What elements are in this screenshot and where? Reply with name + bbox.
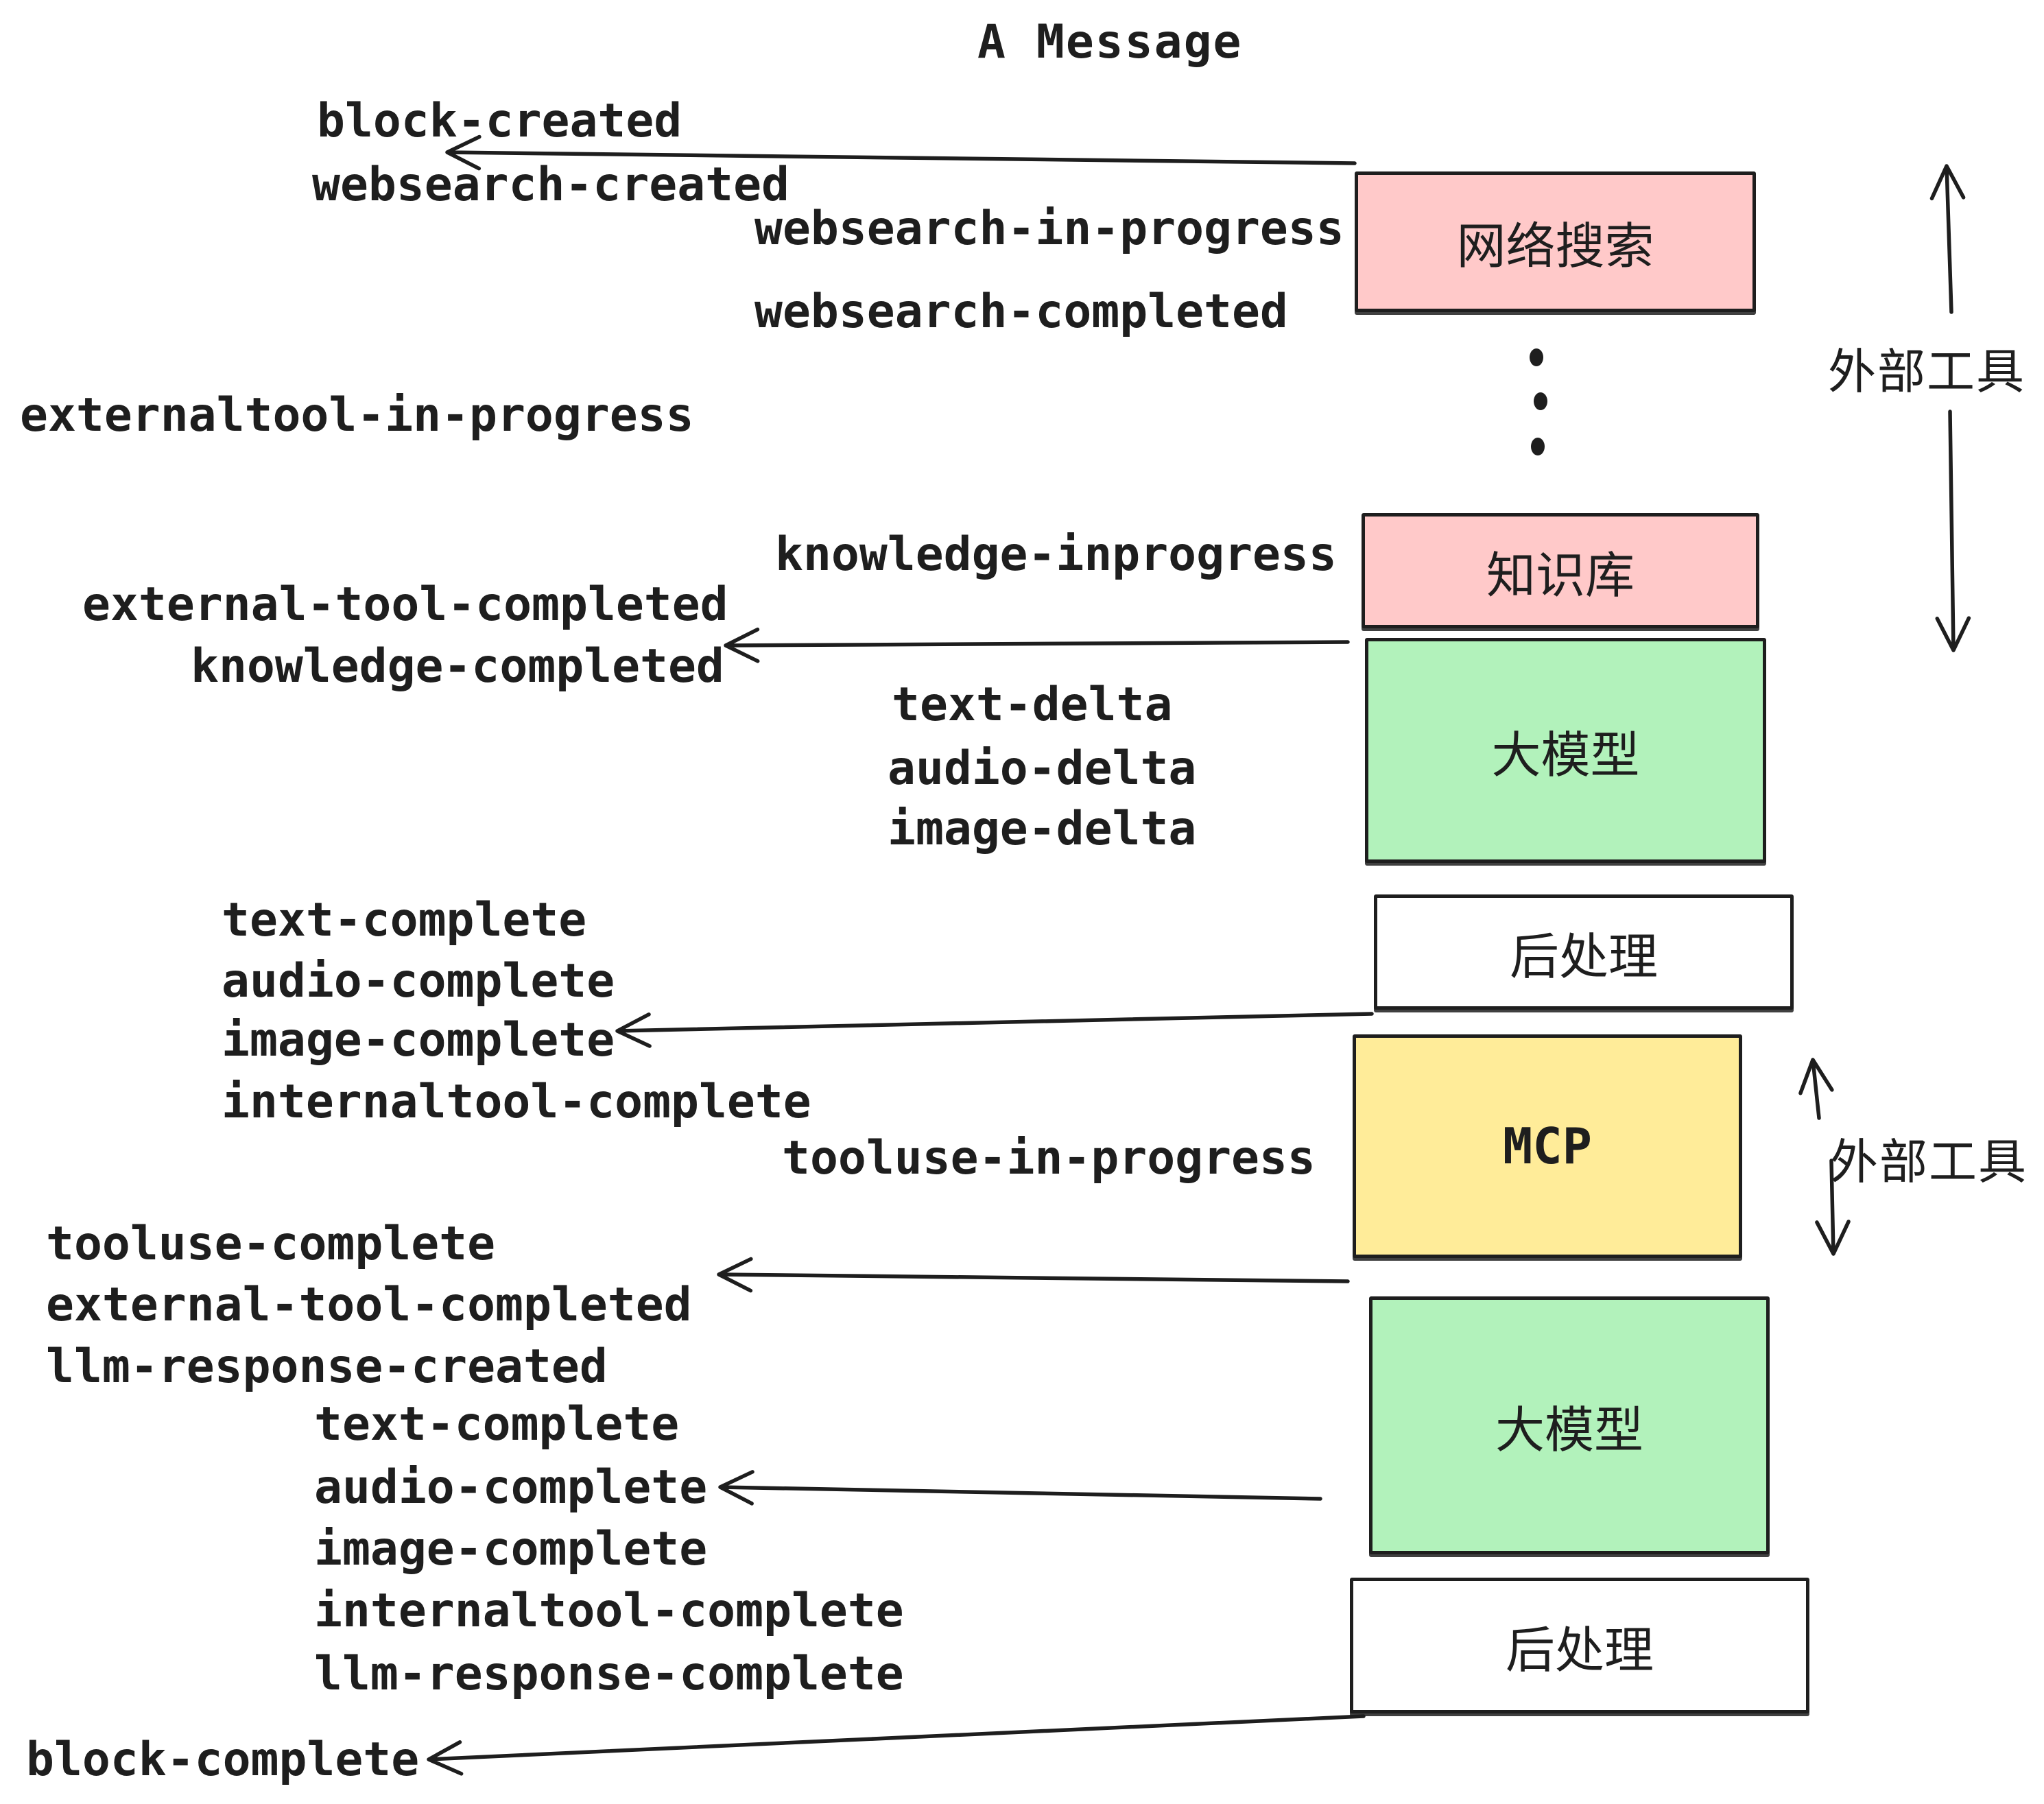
arrow-tooluse-complete [717, 1257, 1350, 1293]
event-label-internaltool-complete-2: internaltool-complete [314, 1584, 904, 1638]
box-label-llm-box-1: 大模型 [1491, 728, 1640, 783]
box-label-websearch-box: 网络搜索 [1456, 219, 1654, 274]
arrow-block-created [445, 134, 1357, 171]
arrow-block-complete [427, 1714, 1366, 1776]
event-label-text-complete: text-complete [222, 893, 587, 947]
event-label-websearch-completed: websearch-completed [754, 285, 1288, 339]
box-label-llm-box-2: 大模型 [1495, 1403, 1643, 1458]
event-label-audio-complete-2: audio-complete [314, 1460, 708, 1515]
event-label-image-delta: image-delta [888, 802, 1197, 856]
arrow-image-complete [615, 1012, 1374, 1048]
arrow-audio-complete [718, 1470, 1322, 1506]
ellipsis-dot [1534, 392, 1547, 410]
event-label-tooluse-complete: tooluse-complete [46, 1217, 496, 1271]
event-label-llm-response-created: llm-response-created [46, 1340, 608, 1394]
event-label-block-complete: block-complete [26, 1733, 420, 1787]
flow-box-llm-box-1: 大模型 [1365, 638, 1766, 863]
event-label-externaltool-in-progress: externaltool-in-progress [20, 388, 694, 442]
event-label-internaltool-complete: internaltool-complete [222, 1075, 811, 1129]
arrow-knowledge-completed [724, 627, 1350, 663]
external-tools-label-1: 外部工具 [1828, 345, 2025, 399]
arrow-external-tools-down-1 [1935, 410, 1971, 652]
flow-box-knowledge-box: 知识库 [1362, 513, 1759, 628]
event-label-audio-complete: audio-complete [222, 954, 615, 1008]
event-label-websearch-created: websearch-created [312, 158, 789, 212]
event-label-knowledge-completed: knowledge-completed [191, 639, 724, 693]
event-label-external-tool-completed-2: external-tool-completed [46, 1278, 692, 1332]
flow-box-llm-box-2: 大模型 [1369, 1296, 1770, 1554]
box-label-mcp-box: MCP [1502, 1117, 1593, 1175]
arrow-external-tools-up-2 [1798, 1058, 1834, 1120]
ellipsis-dot [1530, 348, 1543, 366]
box-label-knowledge-box: 知识库 [1486, 548, 1635, 604]
event-label-knowledge-inprogress: knowledge-inprogress [775, 527, 1337, 582]
box-label-postprocess-box-1: 后处理 [1509, 929, 1658, 985]
flow-box-postprocess-box-1: 后处理 [1374, 894, 1794, 1010]
box-label-postprocess-box-2: 后处理 [1505, 1623, 1654, 1678]
event-label-image-complete: image-complete [222, 1013, 615, 1067]
event-label-image-complete-2: image-complete [314, 1522, 708, 1576]
event-label-text-complete-2: text-complete [314, 1397, 680, 1451]
arrow-external-tools-down-2 [1815, 1159, 1851, 1256]
event-label-text-delta: text-delta [892, 678, 1173, 732]
event-label-llm-response-complete: llm-response-complete [314, 1647, 904, 1701]
ellipsis-dot [1531, 438, 1545, 455]
arrow-external-tools-up-1 [1929, 164, 1966, 314]
event-label-websearch-in-progress: websearch-in-progress [754, 202, 1344, 256]
event-label-block-created: block-created [317, 94, 682, 148]
flow-box-websearch-box: 网络搜索 [1355, 171, 1756, 312]
external-tools-label-2: 外部工具 [1830, 1135, 2028, 1189]
event-label-tooluse-in-progress: tooluse-in-progress [782, 1131, 1316, 1185]
event-label-external-tool-completed: external-tool-completed [82, 578, 728, 632]
flow-box-mcp-box: MCP [1353, 1034, 1742, 1258]
event-label-audio-delta: audio-delta [888, 741, 1197, 796]
diagram-title: A Message [977, 15, 1243, 69]
flow-box-postprocess-box-2: 后处理 [1350, 1578, 1809, 1713]
